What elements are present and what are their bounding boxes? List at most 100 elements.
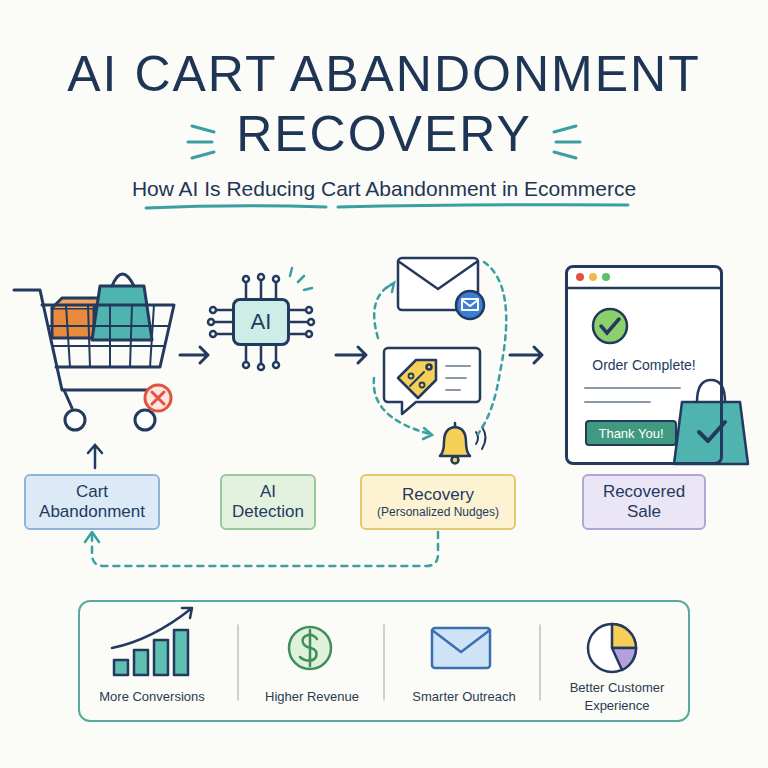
benefits-panel: More Conversions Higher Revenue Smarter Ou… bbox=[78, 600, 690, 722]
browser-window-art bbox=[566, 287, 722, 290]
subtitle-text: How AI Is Reducing Cart Abandonment in E… bbox=[64, 176, 704, 202]
stage-box: Recovered Sale bbox=[582, 474, 706, 530]
feedback-connector bbox=[85, 532, 438, 566]
pie-chart-icon bbox=[588, 624, 636, 672]
stage-box: AI Detection bbox=[220, 474, 316, 530]
ai-chip-pins bbox=[306, 307, 312, 313]
browser-window-art bbox=[576, 273, 584, 281]
stage-box: Cart Abandonment bbox=[24, 474, 160, 530]
node-label: Cart Abandonment bbox=[34, 482, 150, 522]
benefit-slot: Higher Revenue bbox=[247, 678, 377, 716]
flow-arrows bbox=[336, 347, 366, 363]
up-arrow bbox=[88, 445, 102, 468]
bar-chart-icon bbox=[154, 640, 168, 675]
ai-chip-pins bbox=[308, 319, 314, 325]
bar-chart-icon bbox=[174, 630, 188, 675]
recovery-icons bbox=[440, 427, 470, 456]
recovery-icons bbox=[476, 427, 486, 449]
ai-chip-pins bbox=[258, 364, 264, 370]
bar-chart-icon bbox=[112, 608, 192, 648]
panel-dividers bbox=[238, 625, 540, 700]
recovery-icons bbox=[462, 300, 478, 306]
ai-chip-pins bbox=[258, 274, 264, 280]
flow-arrows bbox=[180, 347, 542, 363]
ai-chip-pins bbox=[208, 319, 214, 325]
ai-chip-pins bbox=[214, 280, 308, 364]
up-arrow bbox=[88, 445, 102, 468]
ai-chip: AI bbox=[232, 298, 290, 346]
ai-chip-pins bbox=[306, 331, 312, 337]
flow-arrows bbox=[180, 347, 208, 363]
stage-subtext: (Personalized Nudges) bbox=[377, 505, 499, 520]
ai-chip-pins bbox=[210, 307, 216, 313]
recovery-dashed-arrows bbox=[423, 428, 432, 439]
arrow-head bbox=[85, 532, 99, 542]
pie-chart-icon bbox=[588, 624, 636, 672]
benefit-slot: Smarter Outreach bbox=[394, 678, 534, 716]
dollar-icon bbox=[289, 627, 331, 669]
browser-window-art bbox=[601, 319, 619, 333]
recovery-dashed-arrows bbox=[374, 262, 506, 439]
title-accent-strokes bbox=[554, 126, 580, 158]
recovery-dashed-arrows bbox=[386, 283, 394, 292]
bar-chart-icon bbox=[112, 608, 192, 675]
benefit-label: Higher Revenue bbox=[265, 688, 359, 706]
envelope-icon bbox=[432, 628, 490, 668]
ai-chip-pins bbox=[273, 276, 279, 282]
dashed-line bbox=[92, 532, 438, 566]
envelope-icon bbox=[432, 630, 490, 652]
recovery-icons bbox=[456, 291, 484, 319]
recovery-icons bbox=[398, 261, 478, 289]
recovery-icons bbox=[384, 258, 486, 464]
cart-illustration bbox=[14, 274, 174, 430]
cart-illustration bbox=[145, 385, 171, 411]
envelope-icon bbox=[432, 628, 490, 668]
ai-chip-pins bbox=[208, 268, 314, 370]
browser-window-art bbox=[589, 273, 597, 281]
dollar-icon bbox=[300, 630, 317, 666]
recovery-icons bbox=[398, 258, 478, 310]
recovery-icons bbox=[427, 365, 432, 370]
stage-box: Recovery(Personalized Nudges) bbox=[360, 474, 516, 530]
benefit-label: More Conversions bbox=[99, 688, 205, 706]
cart-illustration bbox=[42, 305, 174, 367]
browser-window-art bbox=[593, 309, 627, 343]
cart-illustration bbox=[64, 390, 150, 408]
ai-chip-pins bbox=[243, 362, 249, 368]
thank-you-button: Thank You! bbox=[585, 420, 677, 446]
ai-chip-pins bbox=[210, 331, 216, 337]
benefit-label: Better Customer Experience bbox=[547, 679, 687, 715]
bar-chart-icon bbox=[114, 660, 128, 675]
recovery-icons bbox=[462, 299, 478, 310]
diagram-title: AI CART ABANDONMENT RECOVERY bbox=[34, 44, 734, 164]
node-label: AI Detection bbox=[230, 482, 306, 522]
recovery-dashed-arrows bbox=[374, 284, 392, 338]
title-accent-strokes bbox=[146, 205, 628, 208]
pie-chart-icon bbox=[612, 624, 636, 648]
cart-illustration bbox=[92, 286, 152, 340]
recovery-icons bbox=[420, 383, 425, 388]
dollar-icon bbox=[289, 627, 331, 669]
node-label: Recovery bbox=[402, 485, 474, 505]
ai-chip-pins bbox=[243, 276, 249, 282]
benefit-slot: Better Customer Experience bbox=[547, 678, 687, 716]
benefit-slot: More Conversions bbox=[82, 678, 222, 716]
pie-chart-icon bbox=[612, 648, 636, 670]
benefit-icons bbox=[112, 608, 636, 700]
node-label: Order Complete! bbox=[568, 356, 720, 374]
cart-illustration bbox=[112, 274, 134, 286]
recovery-icons bbox=[446, 366, 470, 390]
browser-window-art bbox=[585, 388, 680, 402]
recovery-icons bbox=[454, 423, 457, 427]
node-label: Recovered Sale bbox=[592, 482, 696, 522]
cart-illustration bbox=[48, 326, 169, 346]
recovery-icons bbox=[384, 348, 480, 414]
recovery-dashed-arrows bbox=[478, 262, 506, 434]
recovery-icons bbox=[452, 457, 459, 464]
ai-chip-pins bbox=[273, 362, 279, 368]
benefit-label: Smarter Outreach bbox=[412, 688, 515, 706]
recovery-icons bbox=[398, 360, 436, 398]
cart-illustration bbox=[135, 410, 155, 430]
flow-arrows bbox=[510, 347, 542, 363]
